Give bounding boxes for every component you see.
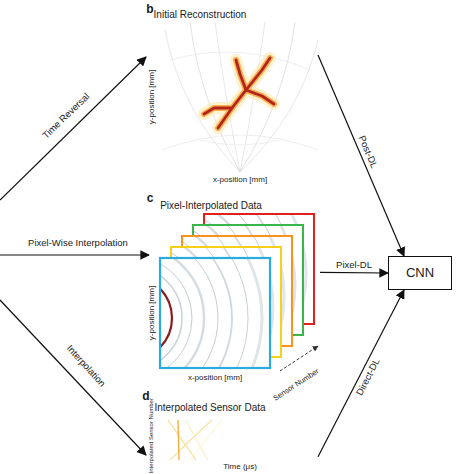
axis-label: y-position [mm] (147, 268, 157, 358)
sensor-trace (178, 420, 179, 460)
data-frame (9, 175, 281, 439)
box-label: CNN (390, 265, 450, 281)
image-panel: dInterpolated Sensor DataInterpolated Se… (163, 420, 318, 460)
axis-label: Time (μs) (205, 462, 275, 472)
artifact-line (240, 40, 318, 172)
artifact-line (200, 140, 280, 145)
artifact-line (190, 22, 240, 172)
input-arrow (0, 254, 149, 255)
vessel-glow (246, 90, 274, 104)
vessel-core (218, 58, 270, 128)
wavefront-arcs (193, 225, 295, 335)
wavefront-arcs (160, 258, 262, 368)
image-panel: bInitial Reconstructiony-position [mm]x-… (162, 22, 318, 172)
sensor-trace (168, 420, 196, 460)
vessel-halo (246, 90, 274, 104)
artifact-line (162, 135, 318, 150)
artifact-lines (162, 22, 318, 172)
reconstruction-image (162, 22, 318, 172)
vessel-core (204, 108, 232, 114)
axis-label: Sensor Number (264, 362, 328, 408)
sensor-trace (190, 420, 222, 460)
flow-arrow (318, 290, 404, 457)
frame-border (160, 258, 270, 368)
input-arrow (0, 300, 146, 455)
vessel-glow (236, 60, 246, 90)
vessel-image (204, 58, 274, 128)
arrow-label: Pixel-Wise Interpolation (13, 237, 143, 249)
data-frame (31, 153, 303, 417)
vessel-glow (204, 58, 274, 128)
panel-title: Initial Reconstruction (135, 9, 265, 22)
edge-label: Direct-DL (347, 343, 390, 411)
vessel-core (246, 90, 274, 104)
axis-label: x-position [mm] (190, 175, 290, 185)
wavefront-arcs (182, 236, 284, 346)
axis-label: y-position [mm] (147, 52, 157, 142)
vessel-core (236, 60, 246, 90)
vessel-halo (204, 58, 274, 128)
edge-label: Post-DL (349, 118, 387, 187)
image-panel: cPixel-Interpolated Datay-position [mm]x… (160, 214, 320, 372)
data-frame (20, 164, 292, 428)
input-arrow (0, 57, 146, 200)
sensor-data-image (163, 420, 318, 460)
panel-letter: c (142, 191, 158, 206)
sensor-trace (186, 420, 208, 460)
wavefront-arcs (171, 247, 273, 357)
edge-label: Pixel-DL (319, 259, 389, 271)
axis-label: Interpolated Sensor Number (148, 391, 156, 474)
panel-title: Interpolated Sensor Data (140, 402, 280, 415)
flow-arrow (320, 272, 388, 274)
artifact-line (240, 22, 295, 172)
arrow-label: Time Reversal (30, 80, 103, 151)
vessel-core (204, 58, 274, 128)
sensor-traces (168, 420, 222, 460)
vessel-halo (236, 60, 246, 90)
process-box: CNN (388, 256, 452, 290)
axis-label: x-position [mm] (165, 373, 265, 383)
flow-arrow (318, 55, 404, 256)
data-frame (42, 142, 314, 406)
panel-title: Pixel-Interpolated Data (141, 200, 281, 213)
arrow-label: Interpolation (55, 332, 117, 399)
